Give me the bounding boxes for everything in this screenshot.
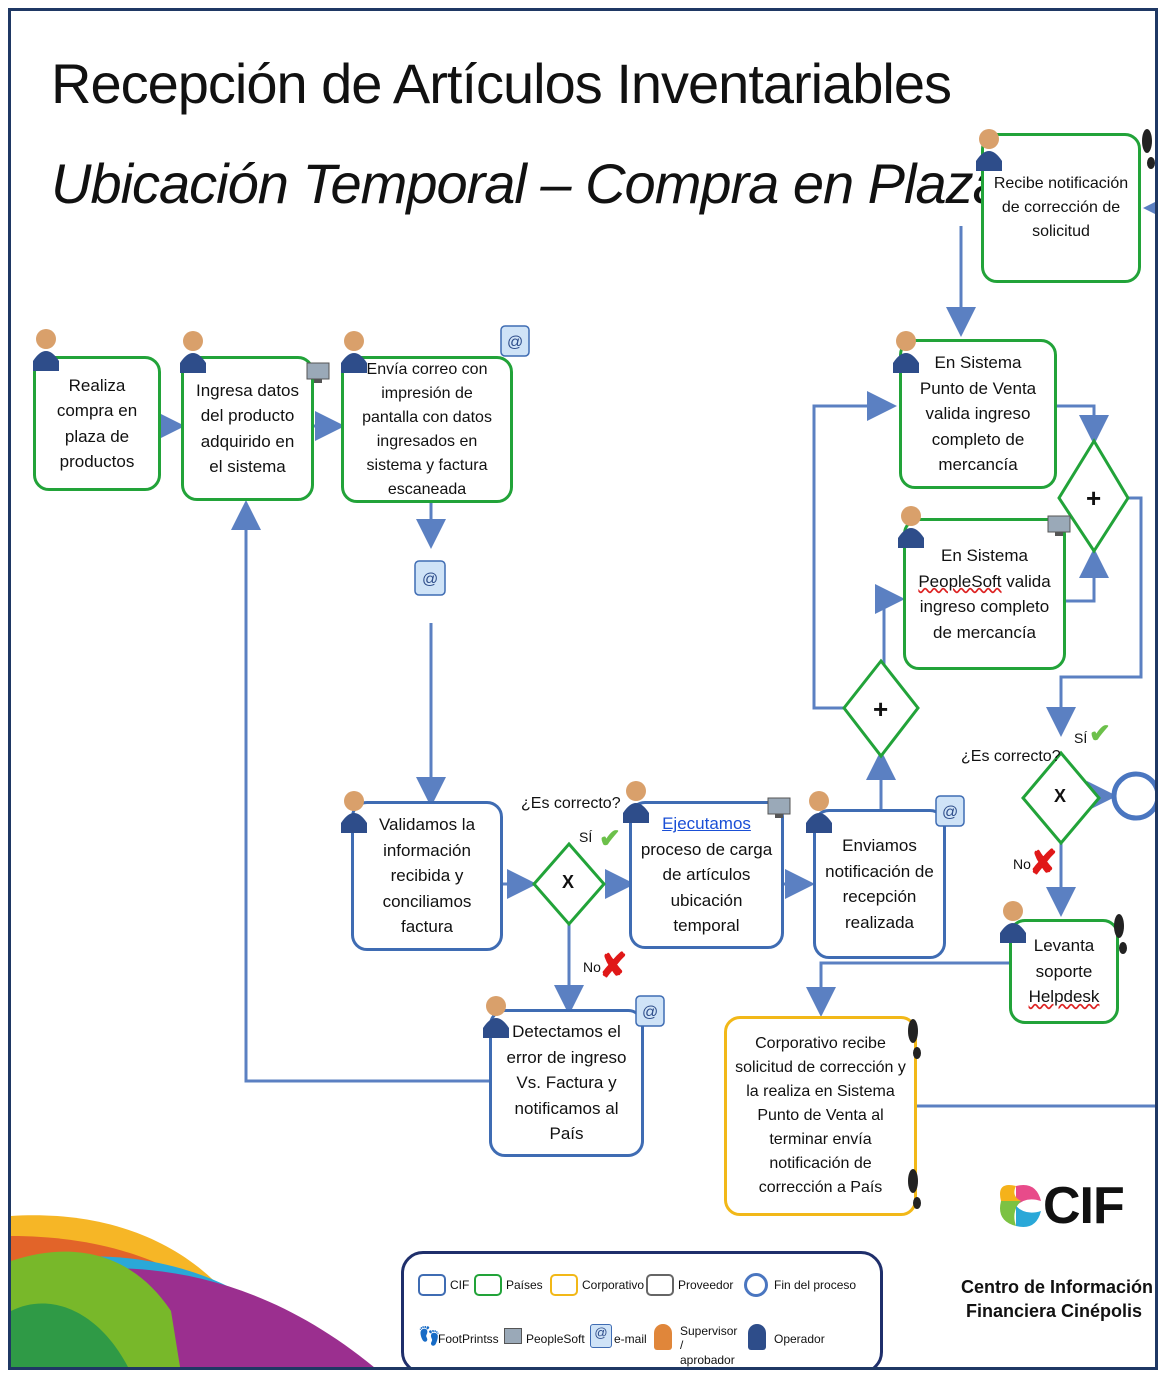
logo-brand: CIF [1043, 1177, 1125, 1235]
logo-line1: Centro de Información [961, 1277, 1154, 1297]
task-peoplesoft: En Sistema PeopleSoft valida ingreso com… [903, 518, 1066, 670]
task-label: Enviamos notificación de recepción reali… [825, 836, 934, 932]
task-label: Detectamos el error de ingreso Vs. Factu… [506, 1022, 627, 1144]
peoplesoft-line1: En Sistema [941, 546, 1028, 565]
decision-2-yes: SÍ [1074, 730, 1088, 746]
decision-1-question: ¿Es correcto? [521, 795, 621, 812]
task-recibe-notif: Recibe notificación de corrección de sol… [981, 133, 1141, 283]
check-icon: ✔ [1089, 718, 1111, 748]
ejecutamos-link[interactable]: Ejecutamos [662, 814, 751, 834]
task-label: Corporativo recibe solicitud de correcci… [735, 1035, 906, 1196]
decision-1-no: No [583, 959, 601, 975]
task-ingresa-datos: Ingresa datos del producto adquirido en … [181, 356, 314, 501]
task-label: Ingresa datos del producto adquirido en … [195, 380, 299, 477]
legend-swatch-paises [474, 1274, 502, 1296]
cross-icon: ✘ [599, 947, 628, 985]
logo-line2: Financiera Cinépolis [966, 1301, 1143, 1321]
task-levanta-soporte: Levanta soporte Helpdesk [1009, 919, 1119, 1024]
legend-swatch-fin [744, 1273, 768, 1297]
ejecutamos-rest: proceso de carga de artículos ubicación … [640, 839, 773, 936]
peoplesoft-rest: valida ingreso completo de mercancía [919, 571, 1051, 642]
task-label: En Sistema PeopleSoft valida ingreso com… [914, 543, 1055, 645]
parallel-2-plus: + [1086, 483, 1102, 513]
legend-operador: Operador [774, 1332, 825, 1346]
cross-icon: ✘ [1029, 844, 1058, 882]
task-ejecutamos: Ejecutamos proceso de carga de artículos… [629, 801, 784, 949]
legend-swatch-cif [418, 1274, 446, 1296]
parallel-gateway-1 [842, 658, 920, 759]
computer-icon [504, 1328, 522, 1344]
legend-supervisor: Supervisor / aprobador [680, 1324, 738, 1367]
supervisor-icon [654, 1324, 672, 1350]
page-title: Recepción de Artículos Inventariables [51, 52, 952, 115]
decision-2-no: No [1013, 856, 1031, 872]
task-validamos: Validamos la información recibida y conc… [351, 801, 503, 951]
email-icon: @ [590, 1324, 612, 1348]
legend-footprints: FootPrintss [438, 1332, 499, 1346]
legend: CIF Países Corporativo Proveedor Fin del… [401, 1251, 883, 1367]
peoplesoft-word: PeopleSoft [918, 571, 1002, 591]
legend-fin: Fin del proceso [774, 1278, 857, 1292]
task-punto-venta: En Sistema Punto de Venta valida ingreso… [899, 339, 1057, 489]
legend-cif: CIF [450, 1278, 470, 1292]
task-envia-correo: Envía correo con impresión de pantalla c… [341, 356, 513, 503]
task-realiza-compra: Realiza compra en plaza de productos [33, 356, 161, 491]
task-label: Ejecutamos proceso de carga de artículos… [640, 811, 773, 939]
task-label: En Sistema Punto de Venta valida ingreso… [919, 353, 1037, 475]
legend-paises: Países [506, 1278, 543, 1292]
check-icon: ✔ [599, 823, 621, 853]
operator-icon [748, 1324, 766, 1350]
diagram-frame: Recepción de Artículos Inventariables Ub… [8, 8, 1158, 1370]
levanta-line: Levanta soporte [1033, 936, 1095, 981]
decision-gateway-1 [532, 841, 606, 927]
legend-swatch-corporativo [550, 1274, 578, 1296]
end-event [1111, 771, 1155, 821]
parallel-1-plus: + [873, 694, 889, 724]
legend-peoplesoft: PeopleSoft [526, 1332, 585, 1346]
task-label: Envía correo con impresión de pantalla c… [362, 360, 492, 498]
legend-corporativo: Corporativo [582, 1278, 645, 1292]
task-label: Validamos la información recibida y conc… [378, 815, 476, 937]
connector-lines [155, 193, 1155, 1108]
task-label: Recibe notificación de corrección de sol… [993, 175, 1129, 240]
decision-1-yes: SÍ [579, 829, 593, 845]
task-enviamos-notif: Enviamos notificación de recepción reali… [813, 809, 946, 959]
page-subtitle: Ubicación Temporal – Compra en Plaza [51, 152, 1004, 215]
helpdesk-word: Helpdesk [1028, 987, 1100, 1007]
legend-proveedor: Proveedor [678, 1278, 734, 1292]
task-detectamos: Detectamos el error de ingreso Vs. Factu… [489, 1009, 644, 1157]
task-label: Realiza compra en plaza de productos [56, 375, 138, 472]
legend-swatch-proveedor [646, 1274, 674, 1296]
decision-gateway-2 [1021, 750, 1101, 846]
task-label: Levanta soporte Helpdesk [1020, 933, 1108, 1010]
decision-2-x: X [1054, 786, 1067, 806]
parallel-gateway-2 [1057, 438, 1130, 554]
task-corporativo: Corporativo recibe solicitud de correcci… [724, 1016, 917, 1216]
decision-2-question: ¿Es correcto? [961, 748, 1061, 765]
footprints-icon: 👣 [418, 1326, 441, 1346]
decision-1-x: X [562, 872, 575, 892]
legend-email: e-mail [614, 1332, 647, 1346]
